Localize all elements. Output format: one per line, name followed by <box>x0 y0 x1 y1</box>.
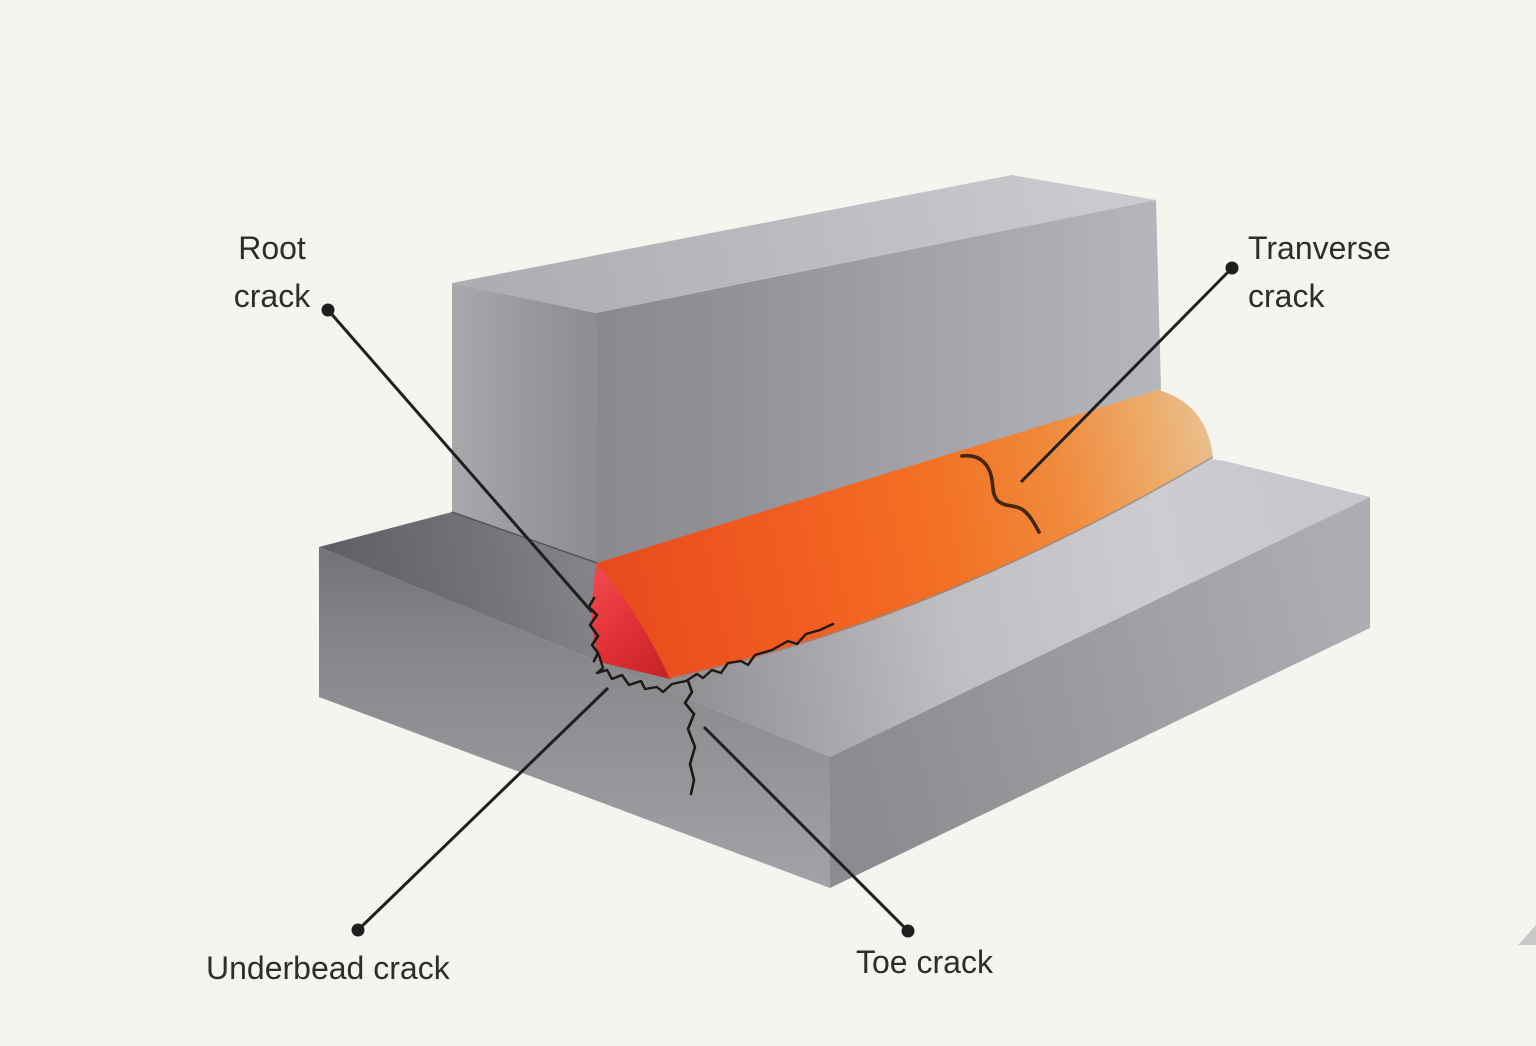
weld-end-face-red <box>591 563 670 679</box>
toe-crack-leader-dot <box>901 924 915 938</box>
weld-toe-edge-line <box>671 456 1214 679</box>
wall-top-face <box>452 175 1156 313</box>
underbead-crack-label: Underbead crack <box>206 950 450 986</box>
transverse-crack-leader-line <box>1019 266 1234 484</box>
wall-front-face <box>596 200 1161 563</box>
underbead-crack-leader-dot <box>351 923 365 937</box>
underbead-crack-leader-line <box>356 686 610 932</box>
corner-artifact <box>1518 925 1536 945</box>
base-plate-front-right-face <box>830 497 1370 888</box>
transverse-crack-label: Tranverse crack <box>1248 224 1391 320</box>
root-crack-leader-dot <box>321 303 335 317</box>
underbead-crack-line <box>595 622 835 694</box>
base-plate-front-left-face <box>319 547 830 888</box>
root-crack-label: Root crack <box>172 224 372 320</box>
toe-crack-line <box>683 679 697 796</box>
root-crack-leader-line <box>326 309 594 613</box>
transverse-crack-label-line2: crack <box>1248 278 1325 314</box>
root-crack-label-line2: crack <box>233 278 311 314</box>
toe-crack-leader-line <box>702 725 910 933</box>
transverse-crack-label-line1: Tranverse <box>1248 230 1391 266</box>
root-crack-label-line1: Root <box>238 230 306 266</box>
weld-bead <box>591 390 1213 679</box>
wall-base-joint-line <box>451 511 598 564</box>
transverse-crack-leader-dot <box>1225 261 1239 275</box>
transverse-crack-line <box>960 453 1041 534</box>
toe-crack-label: Toe crack <box>856 944 993 980</box>
